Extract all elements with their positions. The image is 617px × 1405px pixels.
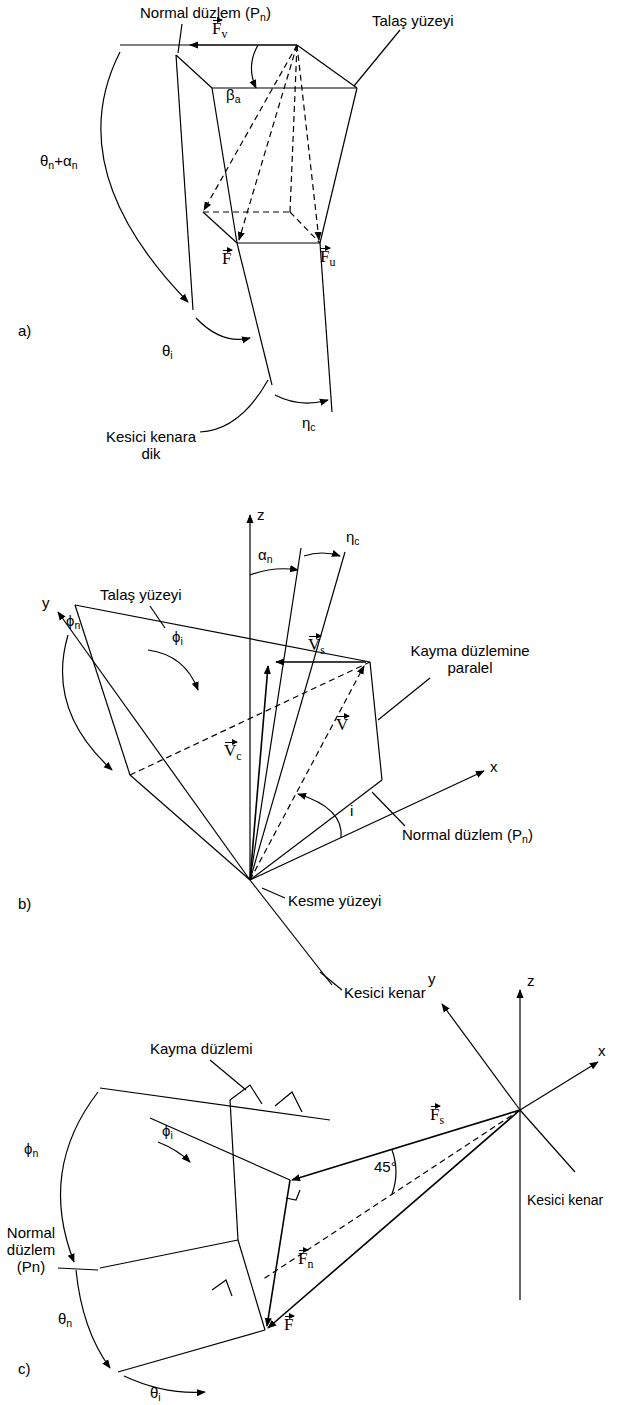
subscript: s (320, 643, 325, 657)
subscript: n (522, 833, 528, 845)
subscript: n (72, 159, 78, 171)
axis-label: z (257, 506, 265, 523)
force-vector: F (284, 1316, 293, 1333)
vector-arrow (321, 248, 330, 249)
velocity-vector: Vc (224, 742, 242, 765)
vector-arrow (285, 1316, 294, 1317)
angle-label: ϕn (24, 1140, 38, 1162)
angle-label: ϕi (162, 1122, 173, 1144)
plane-label: Kayma düzlemine paralel (405, 642, 535, 676)
vector-arrow (337, 716, 349, 717)
vector-letter: V (308, 636, 320, 653)
vector-letter: F (212, 20, 221, 37)
face-label: Talaş yüzeyi (100, 586, 182, 603)
plane-label: Normal düzlem (Pn) (140, 4, 271, 26)
angle-label: βa (226, 86, 240, 108)
subscript: v (221, 27, 227, 41)
subscript: n (48, 159, 54, 171)
face-label: Talaş yüzeyi (372, 12, 454, 29)
vector-arrow (223, 250, 232, 251)
subscript: i (170, 1129, 172, 1141)
force-vector: Fn (298, 1250, 313, 1273)
subscript: n (260, 11, 266, 23)
vector-arrow (213, 20, 222, 21)
axis-label: y (428, 970, 436, 987)
angle-label: ηc (302, 414, 316, 436)
subscript: n (307, 1257, 313, 1271)
subscript: i (170, 349, 172, 361)
axis-label: z (527, 972, 535, 989)
angle-label: ηc (346, 528, 360, 550)
vector-letter: F (222, 250, 231, 267)
angle-label: θn (58, 1310, 72, 1332)
edge-label: Kesici kenar (527, 1192, 603, 1209)
angle-label: ϕn (66, 612, 80, 634)
subscript: n (66, 1317, 72, 1329)
vector-letter: V (336, 716, 348, 733)
subscript: c (354, 535, 359, 547)
axis-label: y (42, 594, 50, 611)
figure-letter: c) (18, 1360, 31, 1377)
axis-label: x (598, 1042, 606, 1059)
figure-letter: b) (18, 895, 31, 912)
angle-label: θi (162, 342, 173, 364)
vector-arrow (309, 636, 321, 637)
vector-arrow (431, 1106, 440, 1107)
edge-label: Kesici kenar (344, 984, 426, 1001)
subscript: u (329, 255, 335, 269)
subscript: c (310, 421, 315, 433)
surface-label: Kesme yüzeyi (288, 892, 381, 909)
force-vector: Fu (320, 248, 335, 271)
vector-arrow (225, 742, 237, 743)
vector-arrow (299, 1250, 308, 1251)
angle-value: 45° (374, 1158, 397, 1175)
subscript: s (439, 1113, 444, 1127)
vector-letter: F (298, 1250, 307, 1267)
subscript: i (158, 1391, 160, 1403)
force-vector: Fs (430, 1106, 444, 1129)
subscript: n (32, 1147, 38, 1159)
plane-label: Normal düzlem (Pn) (2, 1224, 60, 1275)
plane-label: Normal düzlem (Pn) (402, 826, 533, 848)
plane-label: Kayma düzlemi (150, 1040, 253, 1057)
subscript: i (180, 635, 182, 647)
vector-letter: F (284, 1316, 293, 1333)
edge-label: Kesici kenara dik (96, 428, 206, 462)
force-vector: F (222, 250, 231, 267)
angle-label: θi (150, 1384, 161, 1405)
velocity-vector: Vs (308, 636, 325, 659)
subscript: c (236, 749, 241, 763)
axis-label: x (490, 758, 498, 775)
vector-letter: V (224, 742, 236, 759)
subscript: n (74, 619, 80, 631)
subscript: n (267, 553, 273, 565)
figure-letter: a) (18, 322, 31, 339)
vector-letter: F (320, 248, 329, 265)
velocity-vector: V (336, 716, 348, 733)
angle-label: αn (258, 546, 273, 568)
angle-label: θn+αn (40, 152, 77, 174)
force-vector: Fv (212, 20, 227, 43)
subscript: a (235, 93, 241, 105)
vector-letter: F (430, 1106, 439, 1123)
angle-label: i (350, 802, 353, 819)
angle-label: ϕi (172, 628, 183, 650)
